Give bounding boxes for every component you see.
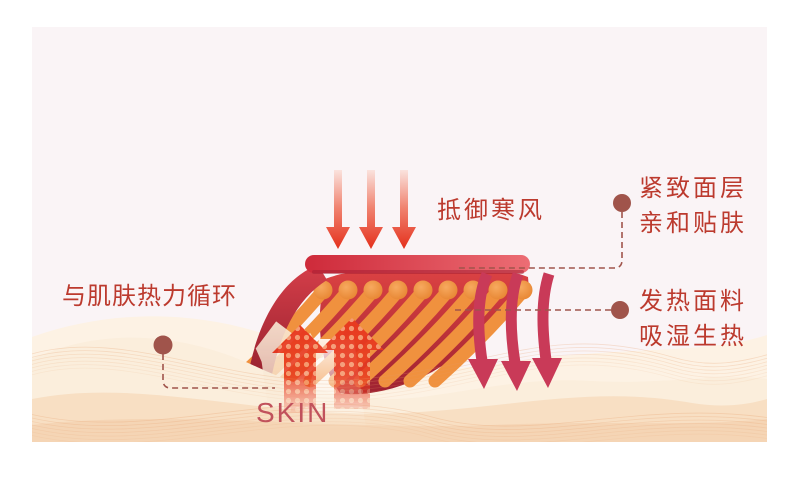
label-resist-cold-wind: 抵御寒风: [437, 197, 545, 224]
connectors: [162, 212, 623, 389]
label-heating-line2: 吸湿生热: [639, 323, 747, 350]
moisture-down-arrows: [468, 271, 562, 391]
cold-wind-arrows: [326, 170, 416, 249]
connector-line-surface: [455, 212, 623, 269]
label-skin: SKIN: [256, 397, 330, 428]
connector-dot-surface: [613, 194, 631, 212]
connector-dot-circulation: [153, 335, 173, 355]
fiber-loop-tops: [313, 280, 533, 300]
label-tight-surface-line1: 紧致面层: [639, 175, 747, 202]
label-tight-surface-line2: 亲和贴肤: [639, 210, 747, 237]
label-heating-fabric: 发热面料 吸湿生热: [639, 284, 747, 354]
fabric-diagram-illustration: [32, 170, 767, 442]
label-tight-surface-layer: 紧致面层 亲和贴肤: [639, 171, 747, 241]
label-skin-heat-circulation: 与肌肤热力循环: [62, 283, 237, 310]
connector-dots: [153, 194, 631, 355]
connector-line-circulation: [162, 354, 275, 389]
label-heating-line1: 发热面料: [639, 288, 747, 315]
connector-dot-heating: [611, 301, 629, 319]
infographic-panel: 抵御寒风 紧致面层 亲和贴肤 发热面料 吸湿生热 与肌肤热力循环 SKIN: [32, 27, 767, 442]
